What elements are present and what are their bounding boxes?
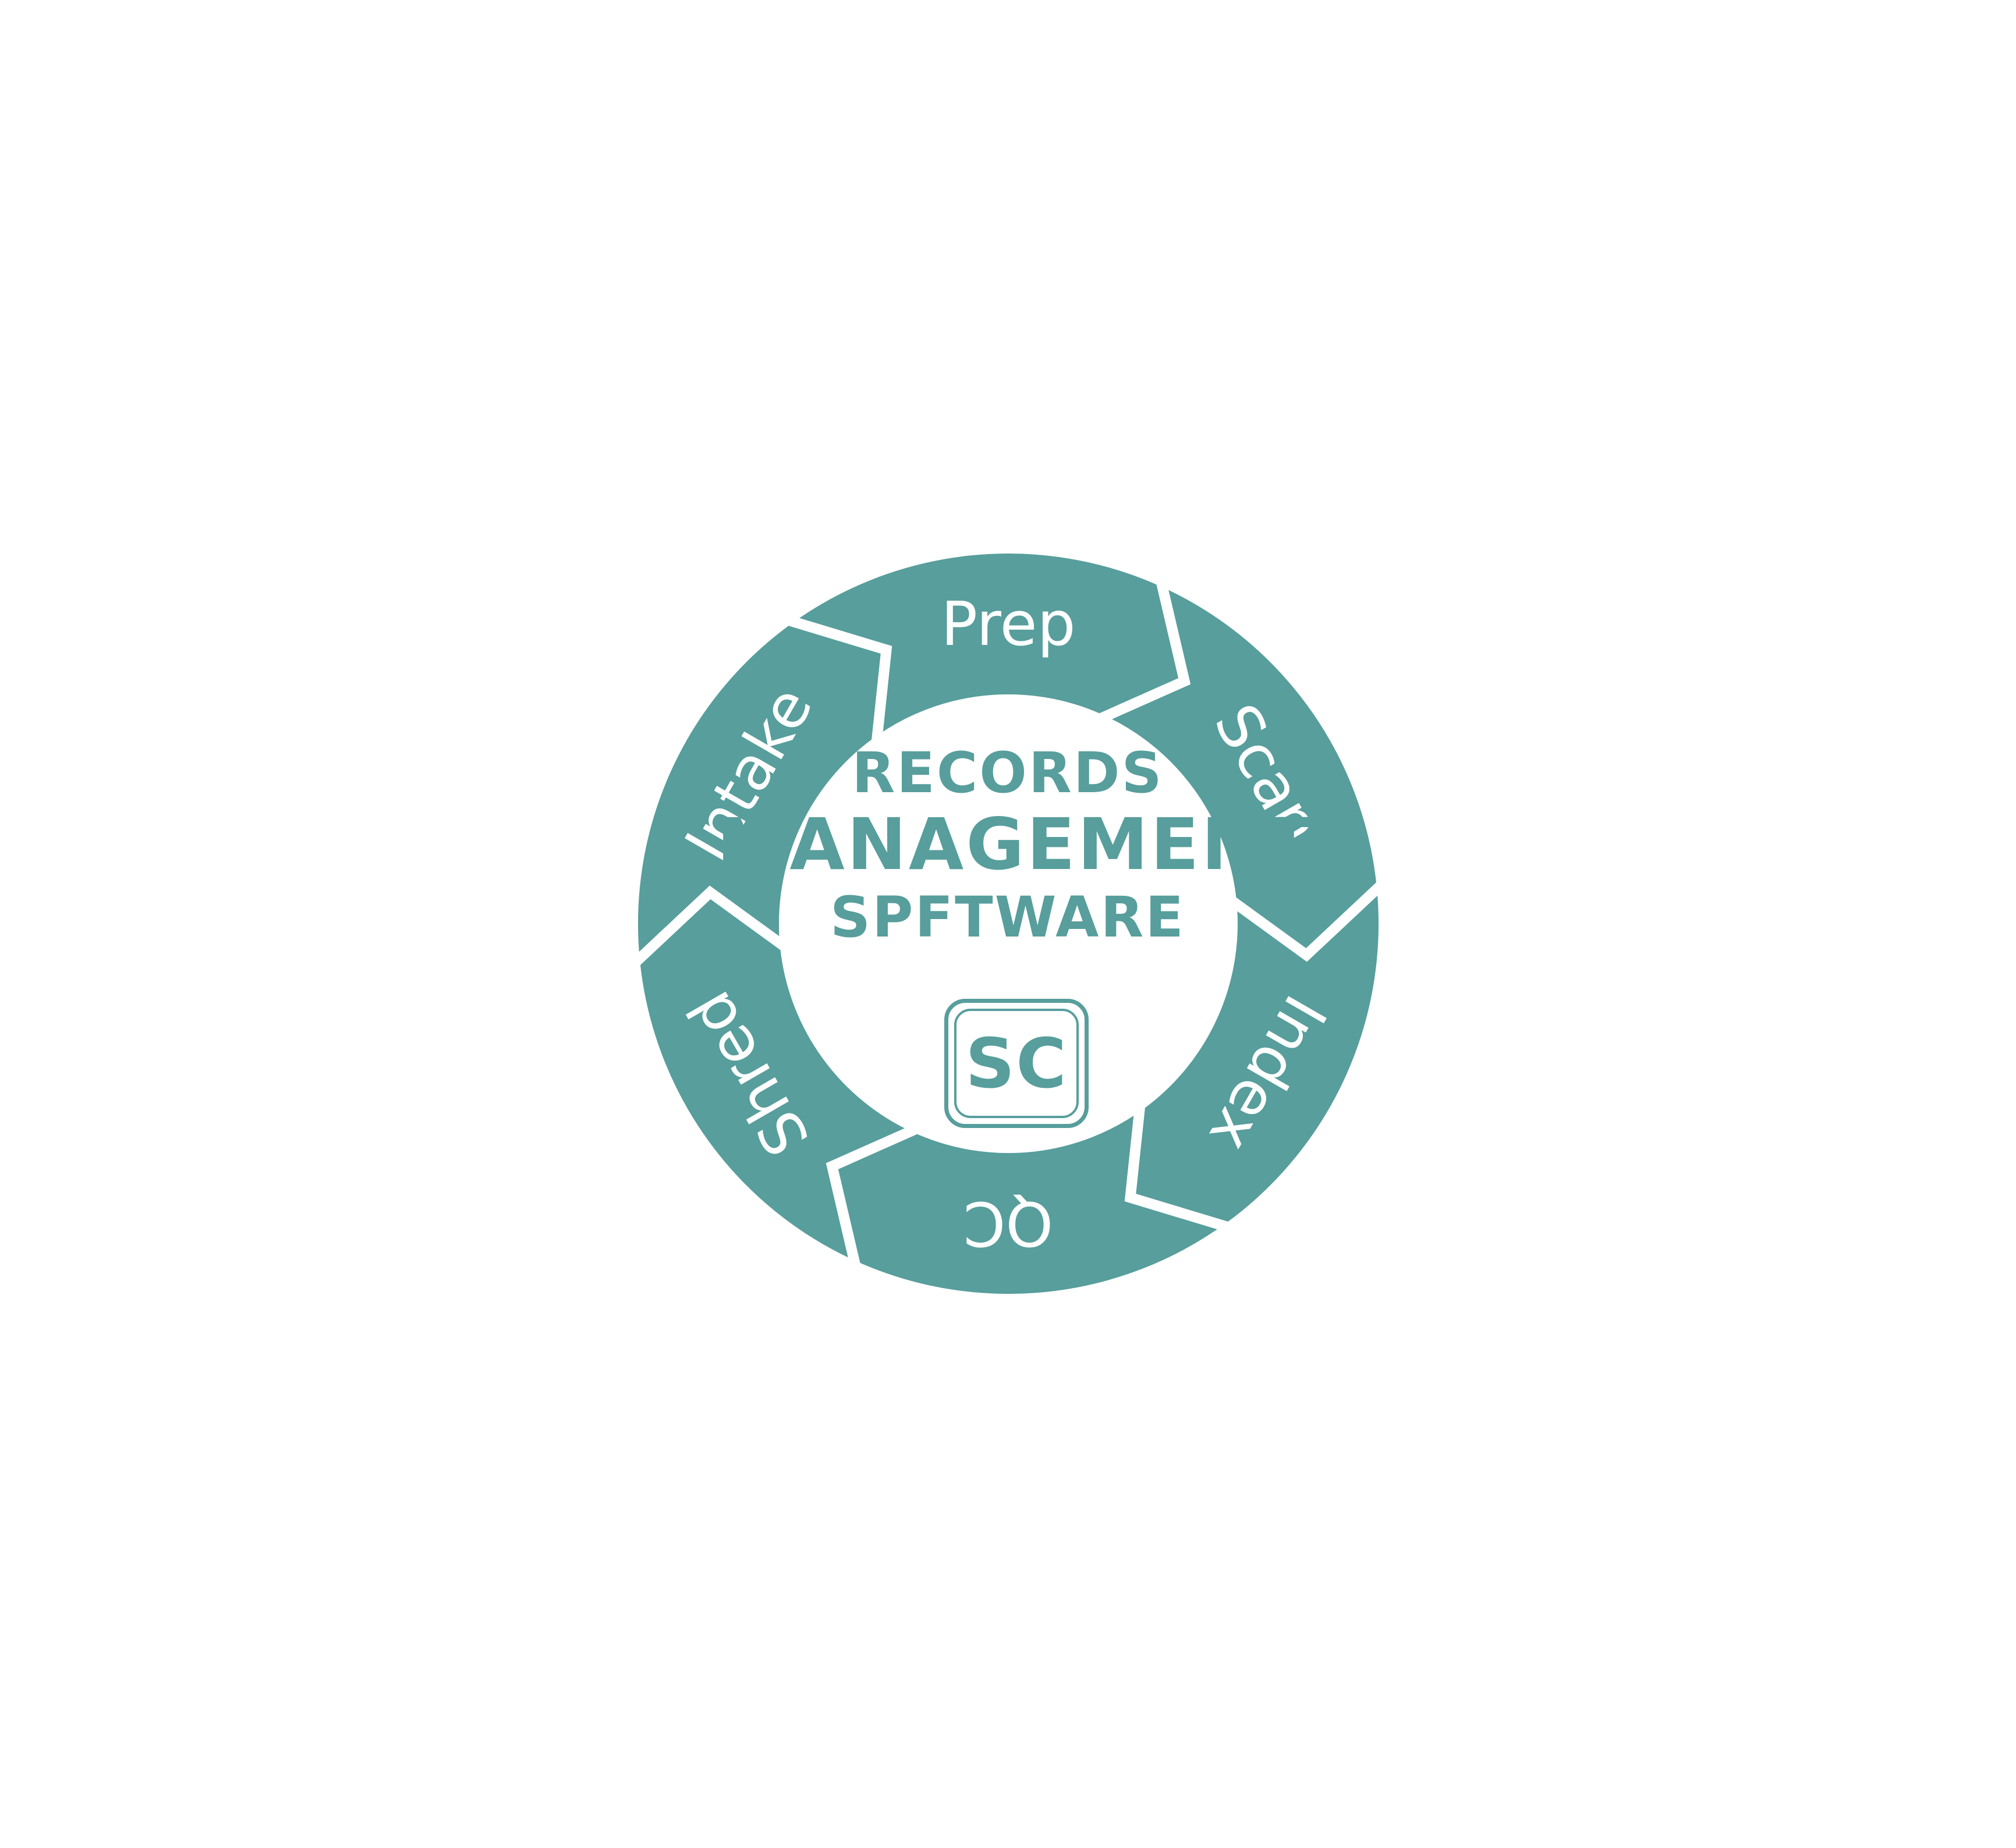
title-line-software: SPFTWARE <box>830 885 1185 950</box>
stage-label-prep: Prep <box>941 588 1075 659</box>
sc-logo-badge: SC <box>944 999 1089 1128</box>
logo-text: SC <box>965 1023 1068 1104</box>
title-line-management: MANAGEMENT <box>717 803 1314 886</box>
cycle-segment-intake <box>627 614 892 974</box>
stage-label-qc: QC <box>963 1188 1053 1259</box>
center-title: RECORDS MANAGEMENT SPFTWARE <box>717 740 1314 950</box>
title-line-records: RECORDS <box>852 740 1164 806</box>
